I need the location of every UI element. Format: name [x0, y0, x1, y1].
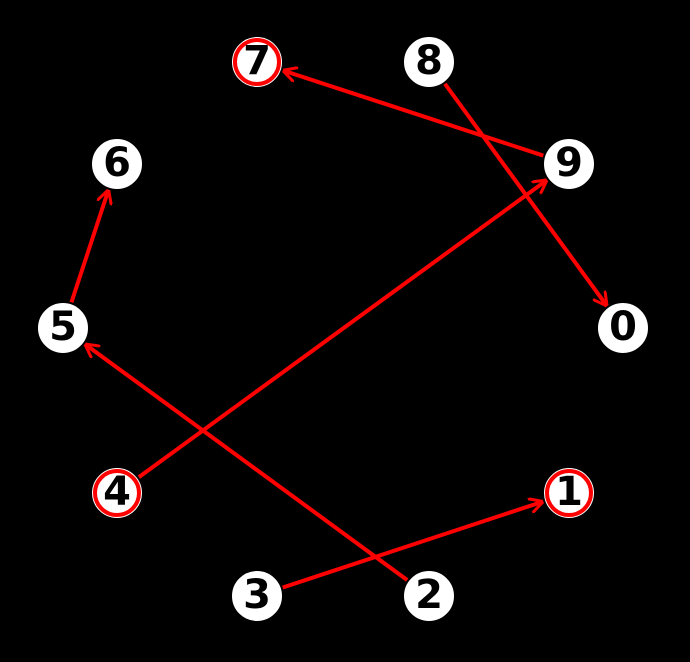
node-2: 2 — [402, 569, 456, 623]
node-label-6: 6 — [103, 140, 131, 186]
node-6: 6 — [90, 137, 144, 191]
node-circle-2 — [402, 569, 456, 623]
node-5: 5 — [36, 301, 90, 355]
node-highlight-ring-4 — [93, 469, 141, 517]
node-4: 4 — [90, 466, 144, 520]
node-circle-6 — [90, 137, 144, 191]
node-circle-1 — [542, 466, 596, 520]
edge-2-to-5 — [85, 342, 410, 583]
node-label-4: 4 — [103, 469, 131, 515]
node-label-5: 5 — [49, 304, 77, 350]
node-circle-5 — [36, 301, 90, 355]
node-highlight-ring-1 — [545, 469, 593, 517]
node-9: 9 — [542, 137, 596, 191]
node-1: 1 — [542, 466, 596, 520]
node-label-3: 3 — [243, 572, 271, 618]
node-8: 8 — [402, 35, 456, 89]
nodes-layer: 0 1 2 3 4 5 6 7 8 9 — [36, 35, 650, 623]
edge-3-to-1 — [281, 501, 544, 590]
node-label-0: 0 — [609, 304, 637, 350]
node-circle-4 — [90, 466, 144, 520]
node-0: 0 — [596, 301, 650, 355]
node-label-1: 1 — [555, 469, 583, 515]
edge-5-to-6 — [69, 190, 108, 304]
node-circle-7 — [230, 35, 284, 89]
edge-9-to-7 — [283, 70, 545, 158]
node-circle-3 — [230, 569, 284, 623]
node-circle-9 — [542, 137, 596, 191]
node-label-2: 2 — [415, 572, 443, 618]
node-circle-0 — [596, 301, 650, 355]
node-label-8: 8 — [415, 38, 443, 84]
node-highlight-ring-7 — [233, 38, 281, 86]
node-7: 7 — [230, 35, 284, 89]
edges-layer — [69, 70, 609, 590]
node-circle-8 — [402, 35, 456, 89]
node-label-7: 7 — [243, 38, 271, 84]
node-label-9: 9 — [555, 140, 583, 186]
node-3: 3 — [230, 569, 284, 623]
edge-4-to-9 — [136, 178, 547, 480]
